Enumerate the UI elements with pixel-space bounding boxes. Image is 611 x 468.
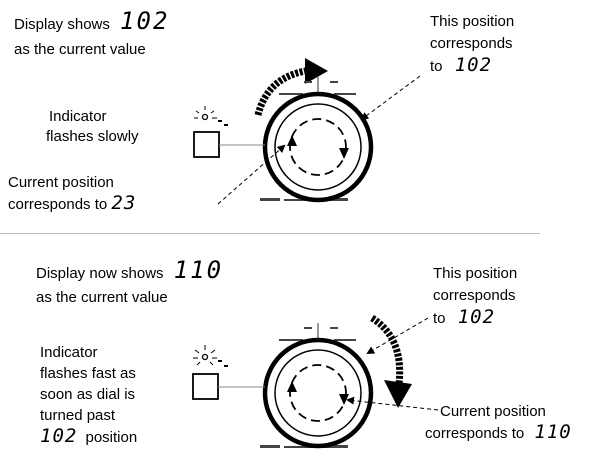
top-display-label: Display shows 102: [14, 9, 169, 34]
bottom-target-line3: to 102: [433, 308, 495, 328]
top-target-value: 102: [454, 54, 493, 76]
bottom-dial-scale-marks: [260, 323, 356, 448]
top-dial-knob-icon: [262, 91, 374, 203]
bottom-target-text: to: [433, 310, 446, 327]
bottom-indicator-line1: Indicator: [40, 344, 98, 361]
bottom-target-pointer: [366, 317, 429, 355]
bottom-target-value: 102: [457, 306, 496, 328]
panel-divider: [0, 233, 540, 234]
top-target-line2: corresponds: [430, 35, 513, 52]
bottom-dial: [192, 315, 439, 449]
bottom-target-line1: This position: [433, 265, 518, 282]
bottom-display-label: Display now shows 110: [36, 258, 223, 283]
top-indicator-line2: flashes slowly: [46, 128, 139, 145]
top-rotation-arrow-icon: [254, 58, 328, 116]
top-dial: [193, 58, 421, 205]
top-indicator-lamp-icon: [193, 106, 265, 158]
top-display-value: 102: [120, 7, 170, 35]
bottom-indicator-line2: flashes fast as: [40, 365, 136, 382]
bottom-display-line2: as the current value: [36, 289, 168, 306]
bottom-current-pointer: [346, 396, 439, 411]
top-target-line1: This position: [430, 13, 515, 30]
bottom-indicator-line5: 102 position: [40, 427, 137, 447]
bottom-display-value: 110: [173, 256, 224, 284]
top-current-line1: Current position: [8, 174, 114, 191]
top-current-value: 23: [111, 192, 137, 214]
bottom-target-line2: corresponds: [433, 287, 516, 304]
bottom-indicator-line4: turned past: [40, 407, 116, 424]
top-target-line3: to 102: [430, 56, 492, 76]
bottom-dial-knob-icon: [262, 337, 374, 449]
top-current-pointer: [217, 144, 286, 205]
bottom-indicator-text: position: [85, 429, 138, 446]
top-flash-rays-icon: [194, 106, 228, 126]
top-display-text: Display shows: [14, 16, 110, 33]
top-display-line2: as the current value: [14, 41, 146, 58]
bottom-display-text: Display now shows: [36, 265, 164, 282]
bottom-current-value: 110: [534, 421, 572, 443]
top-current-line2: corresponds to 23: [8, 194, 136, 214]
bottom-indicator-line3: soon as dial is: [40, 386, 136, 403]
bottom-current-line1: Current position: [440, 403, 546, 420]
bottom-current-text: corresponds to: [425, 425, 525, 442]
bottom-indicator-value: 102: [40, 425, 78, 447]
top-target-pointer: [360, 75, 421, 121]
top-indicator-line1: Indicator: [49, 108, 107, 125]
top-current-text: corresponds to: [8, 196, 108, 213]
bottom-indicator-lamp-icon: [192, 345, 265, 400]
top-target-text: to: [430, 58, 443, 75]
bottom-current-line2: corresponds to 110: [425, 423, 572, 443]
bottom-rotation-arrow-icon: [370, 315, 412, 408]
bottom-flash-rays-icon: [193, 345, 228, 367]
